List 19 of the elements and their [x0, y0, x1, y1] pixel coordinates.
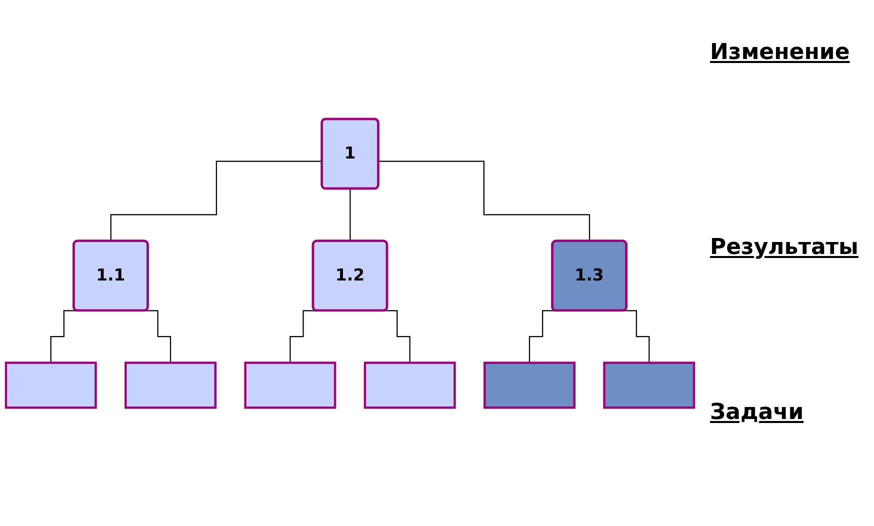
node-box — [124, 361, 216, 408]
level-label: Результаты — [710, 235, 858, 260]
node-box — [364, 361, 456, 408]
connector — [378, 160, 590, 242]
connector — [528, 310, 556, 364]
connector — [350, 188, 351, 242]
level-label: Изменение — [710, 40, 850, 65]
node-box — [484, 361, 576, 408]
hierarchy-diagram: 1 1.1 1.2 1.3 — [0, 112, 700, 414]
connector — [50, 310, 77, 364]
connector — [384, 310, 410, 364]
connector — [110, 160, 322, 242]
node-box — [603, 361, 696, 408]
node-box — [244, 361, 336, 408]
connector — [624, 310, 650, 364]
connector — [290, 310, 316, 364]
connector — [145, 310, 172, 364]
level-label: Задачи — [710, 400, 804, 425]
node-box — [4, 361, 97, 408]
